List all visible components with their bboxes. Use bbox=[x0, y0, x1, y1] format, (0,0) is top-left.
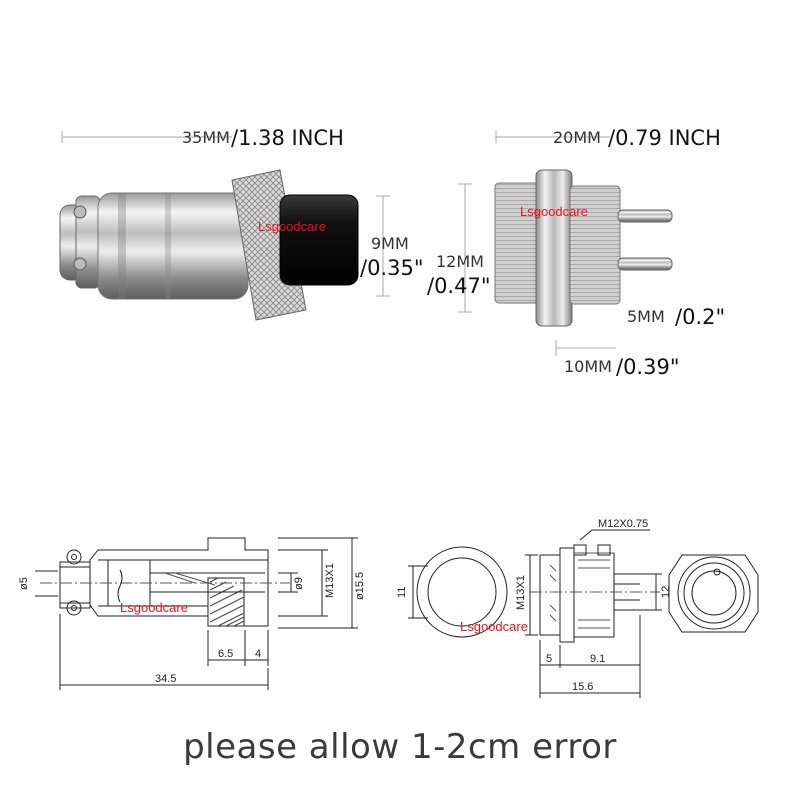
watermark-drawing-left: Lsgoodcare bbox=[120, 600, 188, 615]
plug-length-mm: 35MM bbox=[182, 128, 230, 147]
pin-length-mm: 5MM bbox=[627, 307, 665, 326]
plug-dim-thread: M13X1 bbox=[324, 563, 336, 598]
error-note: please allow 1-2cm error bbox=[183, 727, 617, 767]
watermark-right: Lsgoodcare bbox=[520, 204, 588, 219]
plug-dia-mm: 9MM bbox=[371, 234, 409, 253]
plug-dim-phi5: ø5 bbox=[18, 577, 30, 590]
body-length-inch: /0.39" bbox=[616, 355, 680, 379]
body-length-mm: 10MM bbox=[564, 357, 612, 376]
socket-dim-9-1: 9.1 bbox=[590, 653, 605, 665]
socket-dim-11: 11 bbox=[396, 587, 408, 598]
socket-width-inch: /0.79 INCH bbox=[608, 126, 721, 150]
socket-dim-5: 5 bbox=[546, 653, 552, 665]
plug-dia-inch: /0.35" bbox=[360, 256, 424, 280]
socket-width-mm: 20MM bbox=[553, 128, 601, 147]
plug-dim-phi15-5: ø15.5 bbox=[354, 572, 366, 600]
plug-photo: 35MM /1.38 INCH Lsgoodcare 9MM /0.35" bbox=[59, 126, 424, 321]
plug-dim-4: 4 bbox=[255, 648, 261, 660]
socket-dim-15-6: 15.6 bbox=[572, 681, 593, 693]
watermark-drawing-right: Lsgoodcare bbox=[460, 619, 528, 634]
socket-drawing bbox=[408, 529, 759, 698]
socket-dim-thread: M13X1 bbox=[515, 575, 527, 610]
watermark-left: Lsgoodcare bbox=[258, 219, 326, 234]
socket-height-mm: 12MM bbox=[436, 252, 484, 271]
socket-height-inch: /0.47" bbox=[427, 274, 491, 298]
socket-dim-thread-top: M12X0.75 bbox=[598, 518, 648, 530]
plug-dim-phi9: ø9 bbox=[293, 577, 305, 590]
plug-drawing bbox=[35, 537, 358, 690]
plug-dim-34-5: 34.5 bbox=[155, 673, 176, 685]
plug-length-inch: /1.38 INCH bbox=[231, 126, 344, 150]
socket-photo: 20MM /0.79 INCH Lsgoodcare 12MM /0.47" 5… bbox=[427, 126, 725, 379]
pin-length-inch: /0.2" bbox=[675, 305, 725, 329]
socket-dim-12: 12 bbox=[660, 586, 672, 598]
plug-dim-6-5: 6.5 bbox=[218, 648, 233, 660]
